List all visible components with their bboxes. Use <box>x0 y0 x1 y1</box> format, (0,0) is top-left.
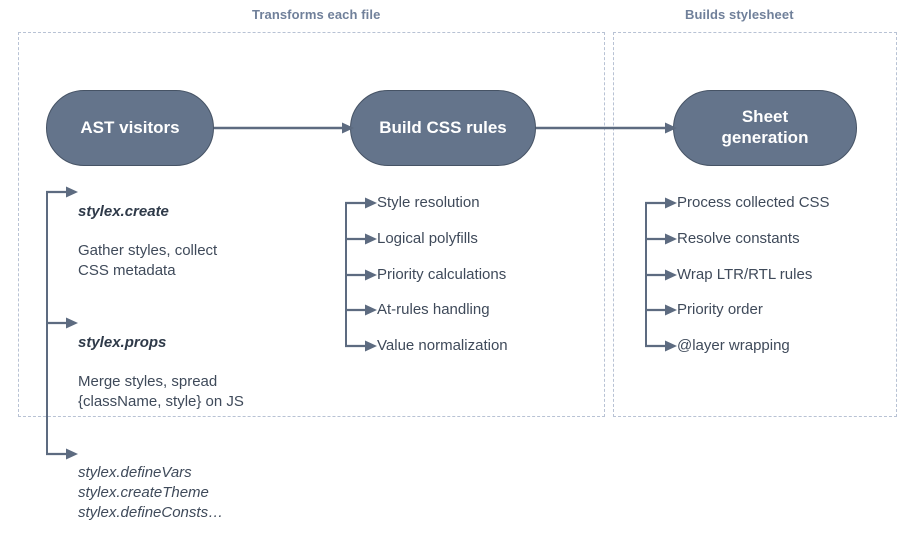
branch-desc: At-rules handling <box>377 301 490 319</box>
group-box-transforms <box>18 32 605 417</box>
branch-desc: Gather styles, collect CSS metadata <box>78 242 218 280</box>
node-ast-visitors: AST visitors <box>46 90 214 166</box>
branch-arrow-right-icon <box>345 196 377 210</box>
branch-arrow-right-icon <box>345 268 377 282</box>
list-item: Wrap LTR/RTL rules <box>645 265 895 285</box>
group-header-builds: Builds stylesheet <box>685 7 794 22</box>
branch-arrow-right-icon <box>345 303 377 317</box>
branch-desc: @layer wrapping <box>677 337 790 355</box>
branch-desc: Process collected CSS <box>677 194 830 211</box>
arrow-right-icon-rules-to-sheet <box>536 121 677 135</box>
group-box-builds <box>613 32 897 417</box>
branch-desc: Priority calculations <box>377 265 507 283</box>
branch-desc: Priority order <box>677 301 763 319</box>
branch-text: stylex.props Merge styles, spread {class… <box>78 313 296 432</box>
branch-arrow-right-icon <box>645 339 677 353</box>
branch-desc: Style resolution <box>377 194 480 211</box>
group-header-transforms: Transforms each file <box>252 7 381 22</box>
list-item: Priority order <box>645 300 895 320</box>
list-item: At-rules handling <box>345 300 585 320</box>
list-item: stylex.defineVars stylex.createTheme sty… <box>46 444 296 543</box>
list-item: Logical polyfills <box>345 229 585 249</box>
list-item: Process collected CSS <box>645 193 895 213</box>
branch-arrow-right-icon <box>645 232 677 246</box>
branch-arrow-right-icon <box>46 185 78 199</box>
branch-arrow-right-icon <box>345 232 377 246</box>
branch-title: stylex.create <box>78 202 169 220</box>
branch-text: stylex.defineVars stylex.createTheme sty… <box>78 444 296 543</box>
list-item: Style resolution <box>345 193 585 213</box>
list-item: stylex.create Gather styles, collect CSS… <box>46 182 296 301</box>
branch-arrow-right-icon <box>645 268 677 282</box>
branch-arrow-right-icon <box>46 447 78 461</box>
branch-arrow-right-icon <box>645 303 677 317</box>
list-item: stylex.props Merge styles, spread {class… <box>46 313 296 432</box>
branch-list-sheet-generation: Process collected CSS Resolve constants … <box>645 193 895 356</box>
branch-desc: Merge styles, spread {className, style} … <box>78 373 244 410</box>
branch-title: stylex.props <box>78 333 167 351</box>
arrow-right-icon-ast-to-rules <box>214 121 354 135</box>
list-item: @layer wrapping <box>645 336 895 356</box>
node-build-css-rules: Build CSS rules <box>350 90 536 166</box>
branch-desc: Logical polyfills <box>377 229 478 247</box>
node-sheet-generation: Sheet generation <box>673 90 857 166</box>
branch-desc: stylex.defineVars stylex.createTheme sty… <box>78 464 224 521</box>
branch-list-build-css-rules: Style resolution Logical polyfills Prior… <box>345 193 585 356</box>
branch-text: stylex.create Gather styles, collect CSS… <box>78 182 296 301</box>
stylex-pipeline-diagram: Transforms each file Builds stylesheet A… <box>18 7 897 521</box>
branch-desc: Resolve constants <box>677 229 800 247</box>
list-item: Value normalization <box>345 336 585 356</box>
branch-arrow-right-icon <box>46 316 78 330</box>
branch-list-ast-visitors: stylex.create Gather styles, collect CSS… <box>46 182 296 543</box>
branch-arrow-right-icon <box>345 339 377 353</box>
list-item: Resolve constants <box>645 229 895 249</box>
list-item: Priority calculations <box>345 265 585 285</box>
branch-desc: Wrap LTR/RTL rules <box>677 265 813 283</box>
branch-arrow-right-icon <box>645 196 677 210</box>
branch-desc: Value normalization <box>377 337 508 355</box>
